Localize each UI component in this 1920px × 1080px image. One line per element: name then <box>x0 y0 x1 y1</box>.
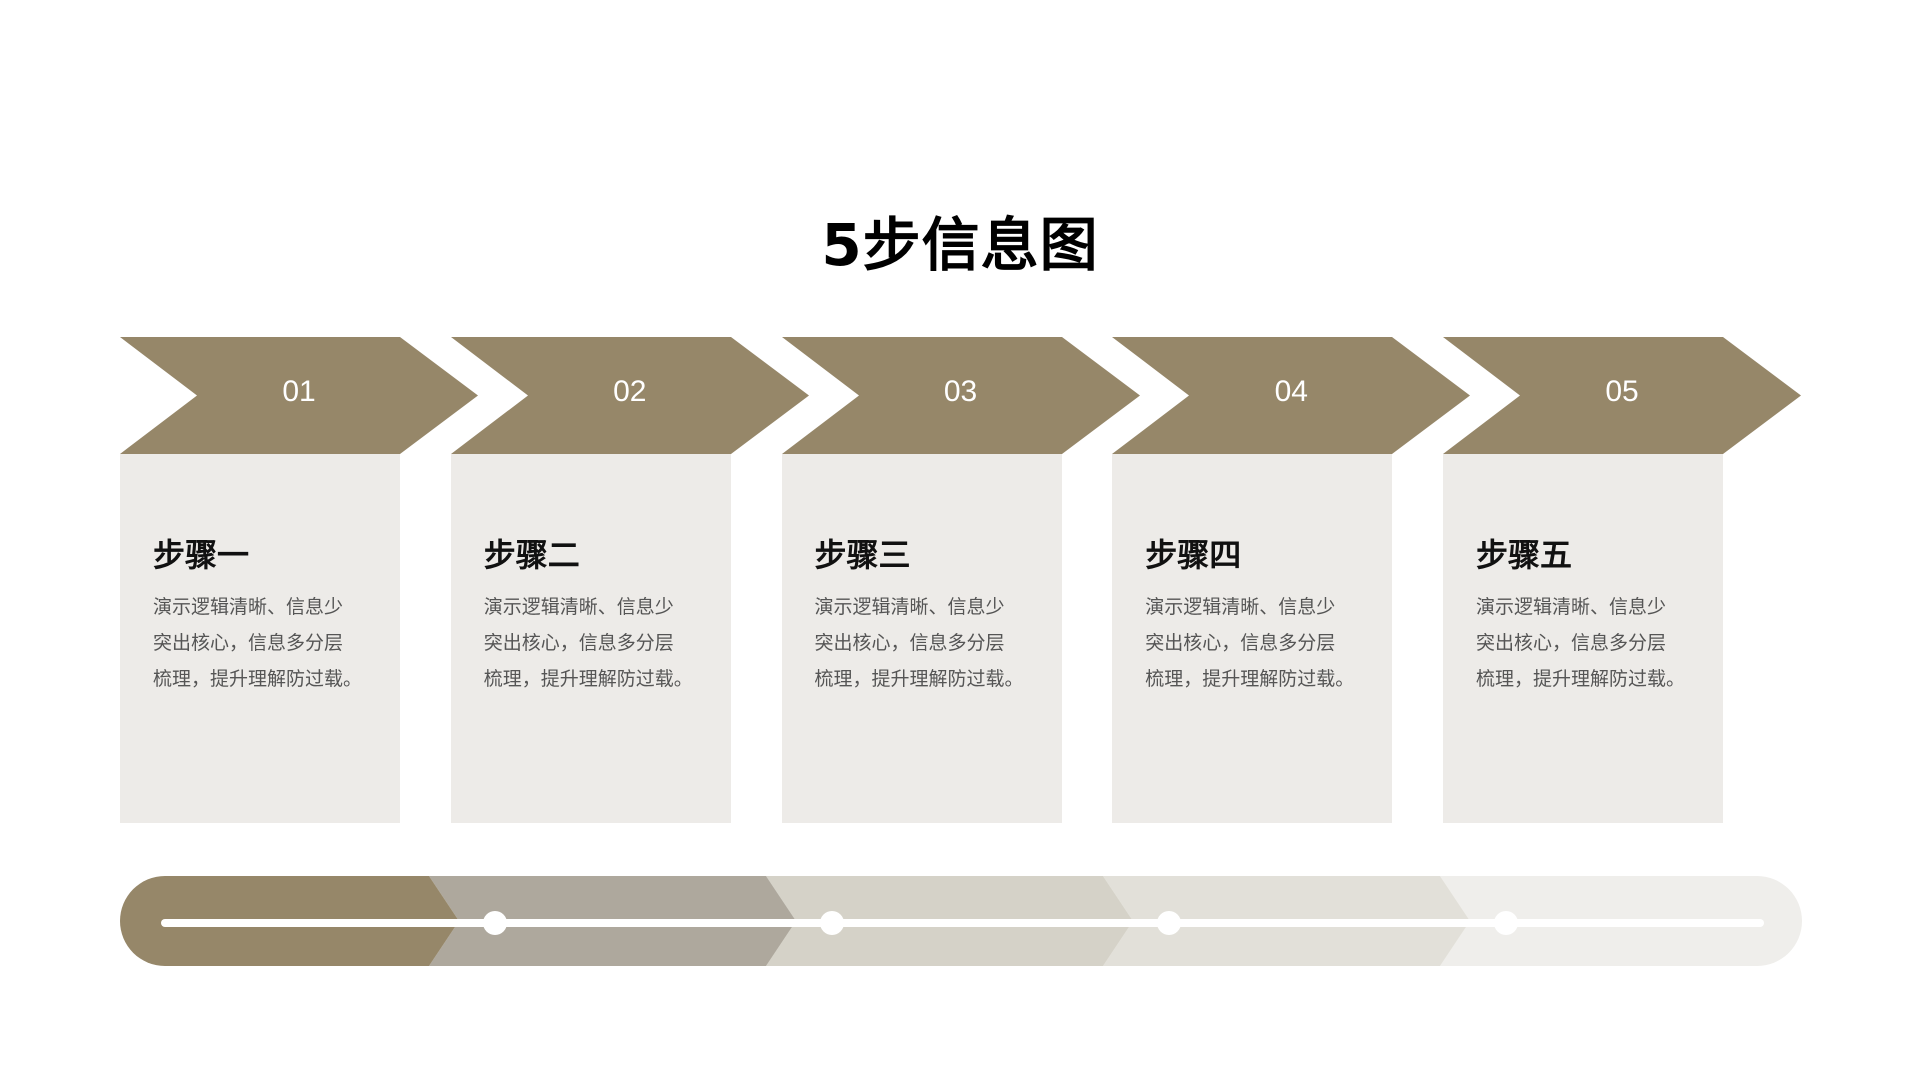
step-heading: 步骤三 <box>814 536 911 574</box>
progress-segment-2 <box>429 876 796 966</box>
step-description: 演示逻辑清晰、信息少 突出核心，信息多分层 梳理，提升理解防过载。 <box>1476 590 1721 698</box>
step-5: 05 步骤五 演示逻辑清晰、信息少 突出核心，信息多分层 梳理，提升理解防过载。 <box>1443 337 1801 823</box>
step-number: 03 <box>943 375 978 408</box>
chevron-arrow-icon <box>450 337 809 454</box>
step-card: 步骤三 演示逻辑清晰、信息少 突出核心，信息多分层 梳理，提升理解防过载。 <box>781 454 1062 823</box>
description-line: 突出核心，信息多分层 <box>483 633 674 654</box>
description-line: 突出核心，信息多分层 <box>1145 633 1336 654</box>
progress-segment-4 <box>1103 876 1470 966</box>
description-line: 梳理，提升理解防过载。 <box>1476 669 1686 690</box>
chevron-arrow-icon <box>1112 337 1471 454</box>
chevron-arrow-icon <box>781 337 1140 454</box>
progress-dot-4 <box>1494 911 1518 935</box>
description-line: 演示逻辑清晰、信息少 <box>814 597 1005 618</box>
step-heading: 步骤五 <box>1476 536 1573 574</box>
step-2: 02 步骤二 演示逻辑清晰、信息少 突出核心，信息多分层 梳理，提升理解防过载。 <box>450 337 809 823</box>
step-card: 步骤二 演示逻辑清晰、信息少 突出核心，信息多分层 梳理，提升理解防过载。 <box>450 454 731 823</box>
description-line: 演示逻辑清晰、信息少 <box>483 597 674 618</box>
page-title: 5步信息图 <box>821 211 1099 279</box>
step-description: 演示逻辑清晰、信息少 突出核心，信息多分层 梳理，提升理解防过载。 <box>153 590 398 698</box>
description-line: 突出核心，信息多分层 <box>814 633 1005 654</box>
step-number: 04 <box>1274 375 1308 408</box>
step-3: 03 步骤三 演示逻辑清晰、信息少 突出核心，信息多分层 梳理，提升理解防过载。 <box>781 337 1140 823</box>
chevron-arrow-icon <box>120 337 478 454</box>
step-description: 演示逻辑清晰、信息少 突出核心，信息多分层 梳理，提升理解防过载。 <box>484 590 729 698</box>
description-line: 梳理，提升理解防过载。 <box>153 669 363 690</box>
description-line: 突出核心，信息多分层 <box>153 633 344 654</box>
description-line: 突出核心，信息多分层 <box>1476 633 1667 654</box>
progress-segment-3 <box>766 876 1133 966</box>
description-line: 梳理，提升理解防过载。 <box>814 669 1024 690</box>
step-heading: 步骤一 <box>153 536 250 574</box>
step-number: 02 <box>613 375 647 408</box>
step-card: 步骤五 演示逻辑清晰、信息少 突出核心，信息多分层 梳理，提升理解防过载。 <box>1443 454 1723 823</box>
description-line: 演示逻辑清晰、信息少 <box>1476 597 1667 618</box>
description-line: 梳理，提升理解防过载。 <box>483 669 693 690</box>
description-line: 梳理，提升理解防过载。 <box>1145 669 1355 690</box>
progress-dot-1 <box>483 911 507 935</box>
step-1: 01 步骤一 演示逻辑清晰、信息少 突出核心，信息多分层 梳理，提升理解防过载。 <box>120 337 478 823</box>
description-line: 演示逻辑清晰、信息少 <box>153 597 344 618</box>
progress-dot-3 <box>1157 911 1181 935</box>
step-description: 演示逻辑清晰、信息少 突出核心，信息多分层 梳理，提升理解防过载。 <box>1145 590 1390 698</box>
progress-segment-1 <box>120 876 459 966</box>
step-4: 04 步骤四 演示逻辑清晰、信息少 突出核心，信息多分层 梳理，提升理解防过载。 <box>1112 337 1471 823</box>
step-description: 演示逻辑清晰、信息少 突出核心，信息多分层 梳理，提升理解防过载。 <box>815 590 1060 698</box>
step-card: 步骤四 演示逻辑清晰、信息少 突出核心，信息多分层 梳理，提升理解防过载。 <box>1112 454 1393 823</box>
chevron-arrow-icon <box>1443 337 1801 454</box>
description-line: 演示逻辑清晰、信息少 <box>1145 597 1336 618</box>
step-number: 01 <box>282 375 316 408</box>
step-heading: 步骤二 <box>483 536 580 574</box>
step-number: 05 <box>1605 375 1639 408</box>
progress-segment-5 <box>1440 876 1802 966</box>
progress-dot-2 <box>820 911 844 935</box>
step-card: 步骤一 演示逻辑清晰、信息少 突出核心，信息多分层 梳理，提升理解防过载。 <box>120 454 400 823</box>
step-heading: 步骤四 <box>1145 536 1242 574</box>
